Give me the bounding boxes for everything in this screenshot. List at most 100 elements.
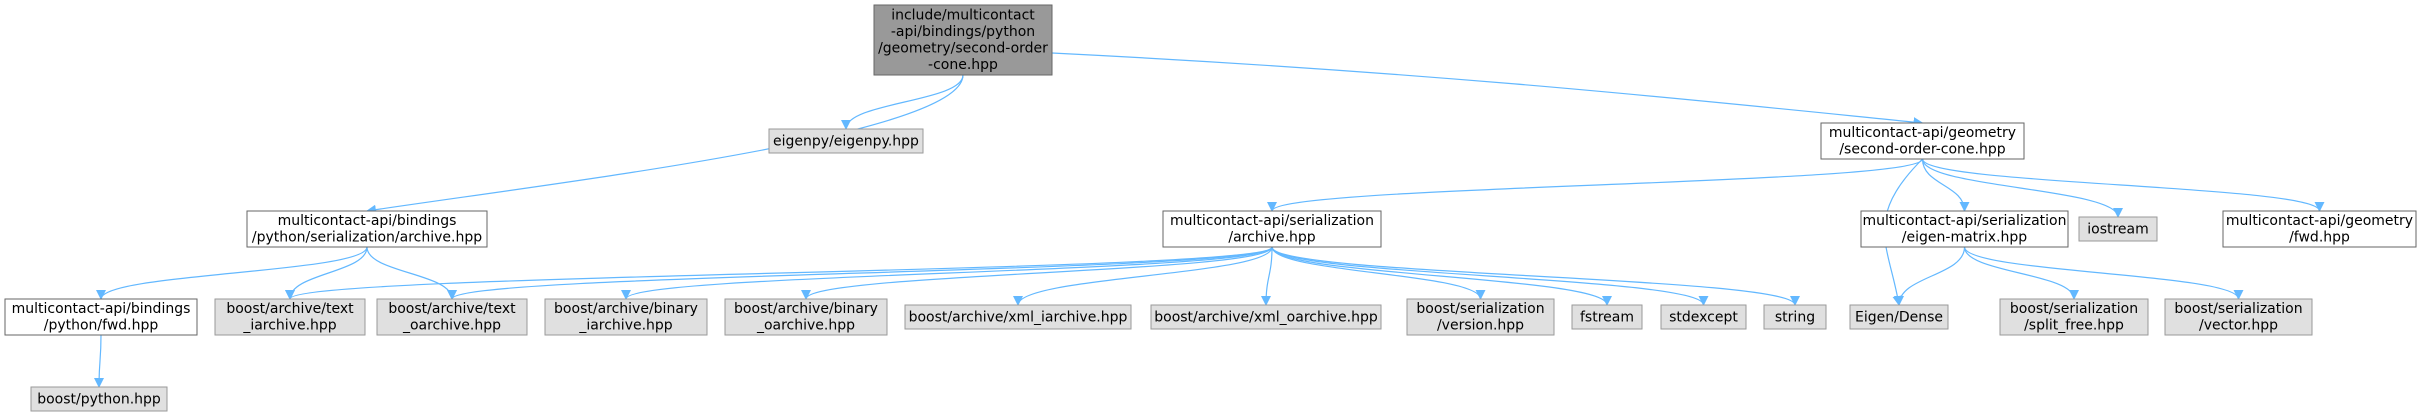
node-box	[724, 298, 888, 336]
node-label-line: boost/python.hpp	[37, 391, 161, 407]
edge-mc_ser_archive-to-xml_iarchive	[1013, 246, 1273, 306]
node-box	[1150, 304, 1382, 330]
node-label-line: -cone.hpp	[928, 57, 998, 73]
node-label-line: boost/serialization	[2010, 301, 2138, 317]
node-label-line: /eigen-matrix.hpp	[1902, 230, 2027, 246]
node-label-line: eigenpy/eigenpy.hpp	[773, 133, 919, 149]
edge-mc_ser_archive-to-text_iarchive	[285, 246, 1273, 300]
node-string: string	[1763, 304, 1827, 330]
edge-mc_geom_soc-to-mc_ser_archive	[1267, 158, 1924, 212]
node-label-line: /archive.hpp	[1228, 230, 1315, 246]
node-text-oarchive: boost/archive/text_oarchive.hpp	[376, 298, 528, 336]
node-label-line: boost/archive/xml_oarchive.hpp	[1154, 309, 1378, 325]
node-label-line: boost/serialization	[1416, 301, 1544, 317]
node-mc-ser-archive[interactable]: multicontact-api/serialization/archive.h…	[1162, 210, 1382, 248]
node-box	[768, 128, 924, 154]
edge-mc_bind_fwd-to-boost_python	[94, 334, 105, 388]
node-box	[1849, 304, 1949, 330]
edge-mc_ser_eigen-to-ser_split_free	[1963, 246, 2079, 300]
node-box	[2164, 298, 2313, 336]
node-xml-iarchive: boost/archive/xml_iarchive.hpp	[904, 304, 1132, 330]
node-eigen-dense: Eigen/Dense	[1849, 304, 1949, 330]
edge-mc_geom_soc-to-mc_geom_fwd	[1921, 158, 2325, 212]
node-label-line: boost/archive/binary	[734, 301, 878, 317]
node-box	[873, 4, 1053, 76]
node-box	[1999, 298, 2149, 336]
node-fstream: fstream	[1571, 304, 1643, 330]
node-label-line: /second-order-cone.hpp	[1839, 142, 2005, 158]
node-mc-bind-archive[interactable]: multicontact-api/bindings/python/seriali…	[246, 210, 488, 248]
node-box	[1820, 122, 2025, 160]
edge-mc_ser_eigen-to-eigen_dense	[1894, 246, 1966, 306]
edge-mc_ser_archive-to-binary_iarchive	[621, 246, 1273, 300]
node-box	[904, 304, 1132, 330]
node-box	[1571, 304, 1643, 330]
nodes-layer: include/multicontact-api/bindings/python…	[4, 4, 2417, 412]
node-label-line: _oarchive.hpp	[756, 318, 855, 334]
node-box	[2078, 216, 2158, 242]
node-box	[1162, 210, 1382, 248]
node-label-line: boost/archive/text	[388, 301, 516, 317]
node-label-line: multicontact-api/serialization	[1170, 213, 1374, 229]
edge-root-to-mc_bind_archive	[366, 74, 964, 215]
node-label-line: /version.hpp	[1437, 318, 1524, 334]
edge-mc_geom_soc-to-iostream	[1921, 158, 2123, 218]
edge-root-to-mc_geom_soc	[1051, 52, 1924, 128]
node-label-line: boost/archive/xml_iarchive.hpp	[909, 309, 1128, 325]
edge-root-to-eigenpy	[841, 74, 964, 130]
node-box	[1860, 210, 2069, 248]
node-xml-oarchive: boost/archive/xml_oarchive.hpp	[1150, 304, 1382, 330]
node-ser-split-free: boost/serialization/split_free.hpp	[1999, 298, 2149, 336]
node-label-line: /python/serialization/archive.hpp	[252, 230, 482, 246]
edge-mc_geom_soc-to-mc_ser_eigen	[1921, 158, 1970, 212]
node-iostream: iostream	[2078, 216, 2158, 242]
node-label-line: multicontact-api/geometry	[2226, 213, 2413, 229]
node-box	[1660, 304, 1747, 330]
edge-mc_ser_archive-to-fstream	[1271, 246, 1612, 306]
node-mc-ser-eigen[interactable]: multicontact-api/serialization/eigen-mat…	[1860, 210, 2069, 248]
node-eigenpy: eigenpy/eigenpy.hpp	[768, 128, 924, 154]
edge-mc_ser_archive-to-ser_version	[1271, 246, 1486, 300]
node-label-line: /vector.hpp	[2199, 318, 2278, 334]
edges-layer	[94, 52, 2325, 388]
node-box	[2222, 210, 2417, 248]
node-label-line: /geometry/second-order	[878, 41, 1048, 57]
node-label-line: -api/bindings/python	[891, 24, 1035, 40]
node-box	[214, 298, 366, 336]
edge-mc_bind_archive-to-text_oarchive	[366, 246, 457, 300]
node-box	[1763, 304, 1827, 330]
node-ser-vector: boost/serialization/vector.hpp	[2164, 298, 2313, 336]
node-label-line: boost/serialization	[2174, 301, 2302, 317]
node-label-line: /fwd.hpp	[2289, 230, 2350, 246]
edge-mc_bind_archive-to-mc_bind_fwd	[96, 246, 368, 300]
node-box	[246, 210, 488, 248]
node-mc-bind-fwd[interactable]: multicontact-api/bindings/python/fwd.hpp	[4, 298, 198, 336]
node-label-line: boost/archive/binary	[554, 301, 698, 317]
node-label-line: fstream	[1580, 309, 1634, 325]
node-text-iarchive: boost/archive/text_iarchive.hpp	[214, 298, 366, 336]
node-label-line: boost/archive/text	[226, 301, 354, 317]
node-boost-python: boost/python.hpp	[30, 386, 168, 412]
node-label-line: multicontact-api/bindings	[12, 301, 191, 317]
edge-mc_ser_eigen-to-ser_vector	[1963, 246, 2244, 300]
edge-mc_ser_archive-to-stdexcept	[1271, 246, 1709, 306]
node-box	[376, 298, 528, 336]
node-root[interactable]: include/multicontact-api/bindings/python…	[873, 4, 1053, 76]
node-label-line: multicontact-api/serialization	[1863, 213, 2067, 229]
node-label-line: Eigen/Dense	[1855, 309, 1943, 325]
node-stdexcept: stdexcept	[1660, 304, 1747, 330]
edge-mc_ser_archive-to-xml_oarchive	[1261, 246, 1273, 306]
edge-mc_ser_archive-to-text_oarchive	[447, 246, 1273, 300]
node-mc-geom-fwd[interactable]: multicontact-api/geometry/fwd.hpp	[2222, 210, 2417, 248]
node-label-line: _iarchive.hpp	[578, 318, 672, 334]
node-box	[4, 298, 198, 336]
node-label-line: _iarchive.hpp	[242, 318, 336, 334]
node-binary-iarchive: boost/archive/binary_iarchive.hpp	[544, 298, 708, 336]
node-ser-version: boost/serialization/version.hpp	[1406, 298, 1555, 336]
node-label-line: multicontact-api/bindings	[278, 213, 457, 229]
node-box	[30, 386, 168, 412]
node-box	[1406, 298, 1555, 336]
node-label-line: multicontact-api/geometry	[1829, 125, 2016, 141]
node-mc-geom-soc[interactable]: multicontact-api/geometry/second-order-c…	[1820, 122, 2025, 160]
